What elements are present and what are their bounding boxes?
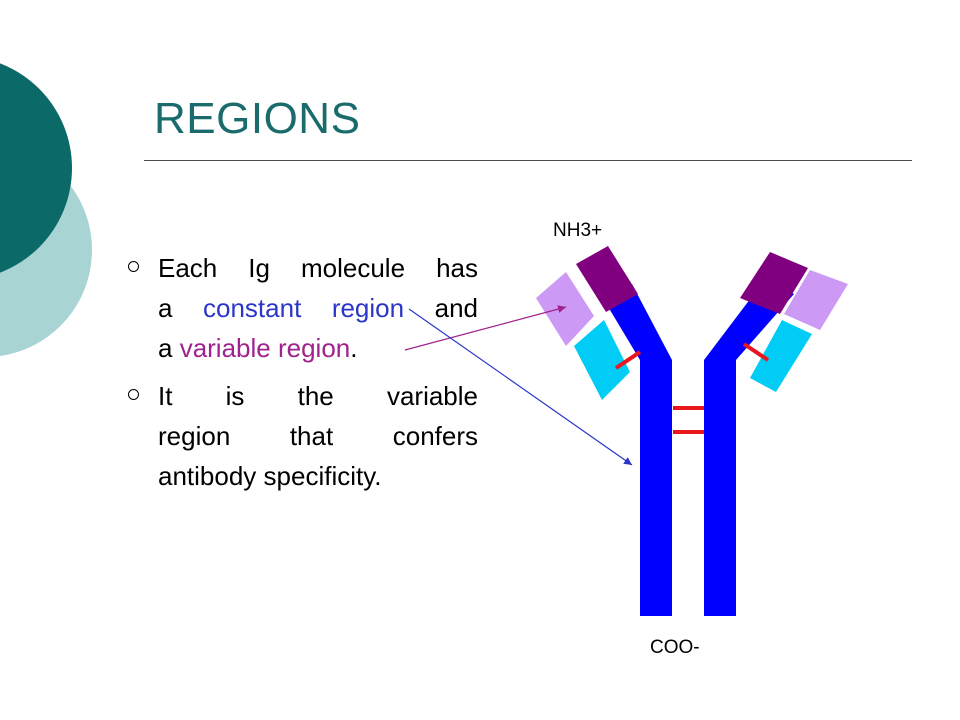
bullet-item: Each Ig molecule has a constant region an… (128, 248, 478, 368)
bullet-text: antibody specificity. (158, 461, 382, 491)
variable-region-term: variable region (179, 333, 351, 363)
bullet-line: region that confers (158, 416, 478, 456)
disulfide-bond-left-arm (614, 350, 642, 370)
decorative-circles (0, 63, 92, 356)
title-underline (144, 160, 912, 161)
bullet-text: a (158, 333, 180, 363)
disulfide-bond-right-arm (742, 342, 770, 362)
heavy-chain-arm-left (604, 284, 672, 360)
bullet-text: . (350, 333, 358, 363)
heavy-chain-variable-right (740, 252, 808, 314)
bullet-item: It is the variable region that confers ant… (128, 376, 478, 496)
bullet-line: a variable region. (158, 328, 478, 368)
bullet-text: a (158, 293, 203, 323)
light-chain-variable-left (536, 272, 594, 346)
bullet-text: It is the variable (158, 381, 478, 411)
light-chain-variable-right (784, 270, 848, 330)
c-terminus-label: COO- (650, 637, 700, 658)
heavy-chain-stem-right (704, 360, 736, 616)
bullet-line: a constant region and (158, 288, 478, 328)
heavy-chain-variable-left (576, 246, 638, 312)
n-terminus-label: NH3+ (553, 220, 602, 241)
bullet-text: Each Ig molecule has (158, 253, 478, 283)
bullet-line: It is the variable (158, 376, 478, 416)
bullet-text: region that confers (158, 421, 478, 451)
constant-region-term: constant region (203, 293, 405, 323)
heavy-chain-arm-right (704, 278, 794, 360)
light-chain-constant-left (574, 320, 630, 400)
bullet-list: Each Ig molecule has a constant region an… (128, 248, 478, 504)
light-chain-constant-right (750, 320, 812, 392)
heavy-chain-stem-left (640, 360, 672, 616)
slide-title: REGIONS (154, 94, 361, 143)
bullet-text: and (404, 293, 478, 323)
dark-teal-circle (0, 63, 72, 273)
bullet-marker (128, 389, 139, 400)
bullet-marker (128, 261, 139, 272)
bullet-line: Each Ig molecule has (158, 248, 478, 288)
bullet-line: antibody specificity. (158, 456, 478, 496)
